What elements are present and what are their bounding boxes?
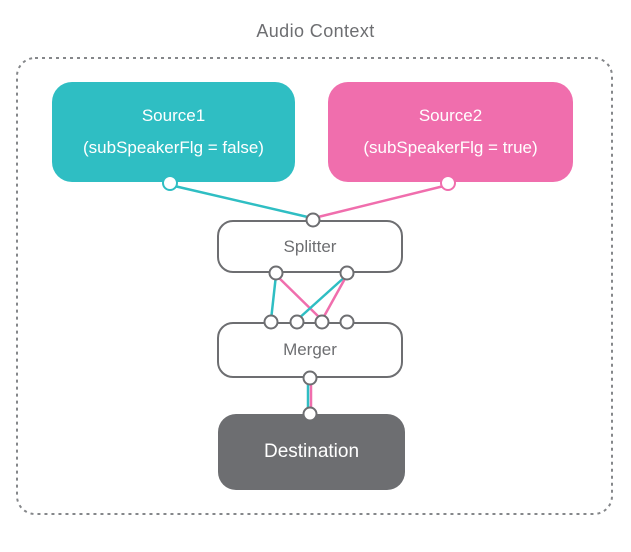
edge-source2-to-splitter: [312, 183, 450, 220]
edge-splitter0-to-merger0: [269, 273, 278, 322]
edge-splitter1-to-merger2: [320, 273, 349, 322]
node-source1-label: Source1: [141, 106, 206, 125]
node-splitter: Splitter: [217, 220, 403, 273]
node-destination: Destination: [218, 414, 405, 490]
node-source2-sublabel: (subSpeakerFlg = true): [363, 138, 538, 157]
node-source1: Source1 (subSpeakerFlg = false): [52, 82, 295, 182]
edge-splitter0-to-merger2: [274, 273, 324, 322]
node-merger-label: Merger: [283, 340, 337, 359]
node-destination-label: Destination: [263, 441, 360, 462]
node-source1-sublabel: (subSpeakerFlg = false): [83, 138, 264, 157]
node-source2: Source2 (subSpeakerFlg = true): [328, 82, 573, 182]
edge-splitter1-to-merger1: [295, 273, 349, 322]
node-merger: Merger: [217, 322, 403, 378]
edge-source1-to-splitter: [168, 183, 314, 220]
node-splitter-label: Splitter: [283, 236, 337, 256]
node-source2-label: Source2: [418, 106, 483, 125]
diagram-title: Audio Context: [256, 21, 375, 41]
